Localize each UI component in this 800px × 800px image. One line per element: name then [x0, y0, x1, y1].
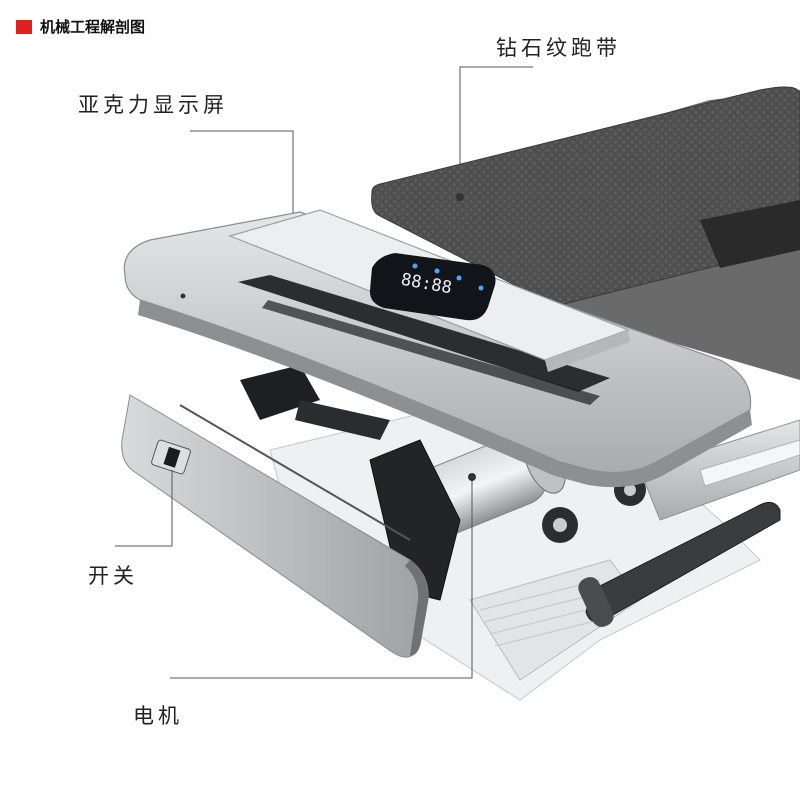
callout-acrylic-display-label: 亚克力显示屏 [78, 93, 228, 117]
side-rail [639, 419, 800, 521]
power-switch[interactable] [151, 439, 191, 475]
side-cover-panel [121, 394, 429, 658]
acrylic-display-panel: 88:88 [228, 209, 630, 372]
callout-dots [456, 193, 476, 481]
title-text: 机械工程解剖图 [40, 18, 146, 36]
callout-leaders [115, 66, 533, 679]
motor-bracket [240, 365, 461, 601]
callout-power-switch-label: 开关 [88, 564, 138, 588]
led-indicators [412, 263, 484, 291]
diamond-running-belt [371, 86, 800, 306]
title-marker [16, 19, 32, 34]
diagram-title: 机械工程解剖图 [16, 16, 145, 37]
callout-motor-label: 电机 [133, 704, 183, 728]
front-roller-bar [578, 501, 781, 627]
callout-running-belt-label: 钻石纹跑带 [496, 36, 621, 60]
front-hood [123, 211, 752, 488]
